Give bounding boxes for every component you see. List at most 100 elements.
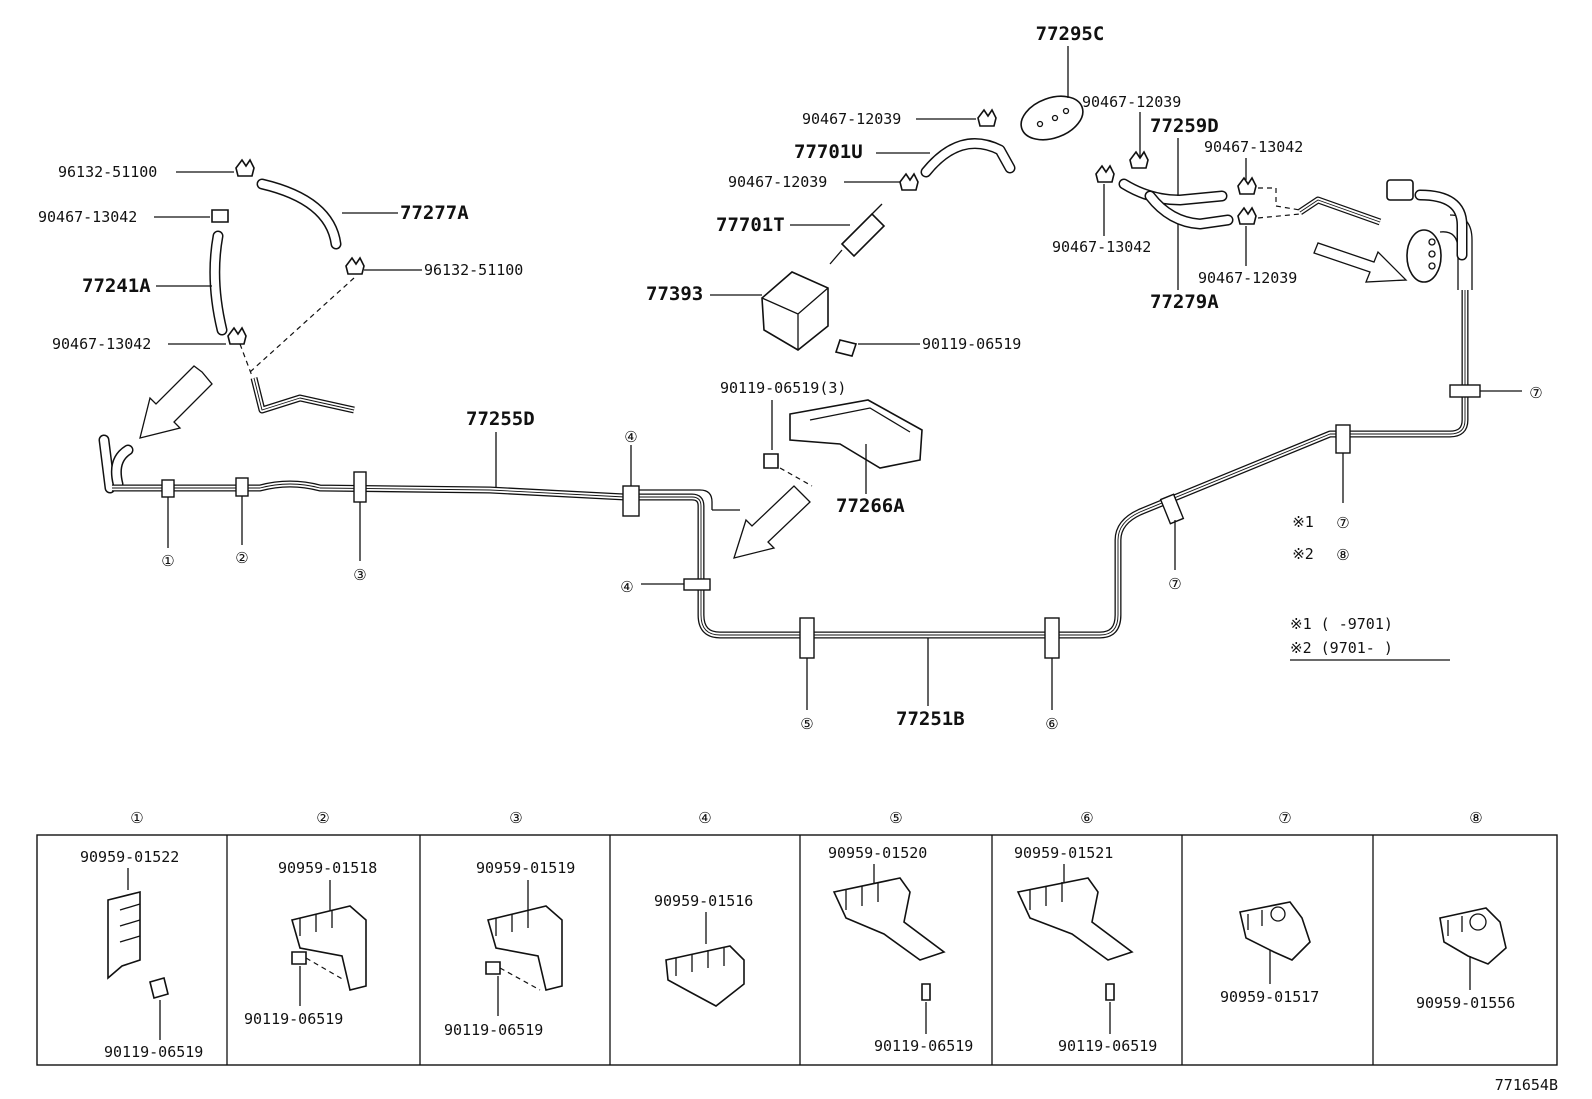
callout-4-bottom: ④	[620, 578, 633, 596]
label-90119-06519-mid: 90119-06519	[922, 335, 1021, 353]
label-77277a: 77277A	[400, 202, 469, 224]
note-mark-2: ※2	[1292, 545, 1314, 563]
note-range-1: ※1 ( -9701)	[1290, 615, 1393, 633]
hose-clamp-icon	[235, 158, 255, 177]
middle-components	[761, 95, 1084, 487]
callout-8-note: ⑧	[1336, 546, 1349, 564]
callout-1: ①	[161, 552, 174, 570]
applicability-notes: ※1 ( -9701) ※2 (9701- )	[1290, 615, 1450, 661]
label-77279a: 77279A	[1150, 291, 1219, 313]
hose-clamp-icon	[1095, 164, 1115, 183]
bolt-icon	[291, 951, 307, 965]
table-col-6-clamp-part: 90959-01521	[1014, 844, 1113, 862]
bolt-icon	[485, 961, 501, 975]
bolt-icon	[834, 339, 858, 357]
callout-2: ②	[235, 549, 248, 567]
label-90119-06519-qty3: 90119-06519(3)	[720, 379, 846, 397]
label-96132-51100-right: 96132-51100	[424, 261, 523, 279]
bolt-icon	[921, 983, 931, 1001]
line-clamps	[161, 384, 1481, 659]
hose-clamp-icon	[899, 172, 919, 191]
diagram-callouts: ① ② ③ ④ ④ ⑤ ⑥ ⑦ ⑦ ⑧ ⑦ ※1 ※2	[161, 384, 1542, 733]
figure-id: 771654B	[1495, 1076, 1558, 1094]
table-col-2-clamp-part: 90959-01518	[278, 859, 377, 877]
table-col-3-clamp-part: 90959-01519	[476, 859, 575, 877]
clamp-4-icon	[665, 945, 745, 1007]
clamp-7-icon	[1239, 901, 1311, 961]
table-col-5-number: ⑤	[889, 809, 902, 827]
label-77266a: 77266A	[836, 495, 905, 517]
table-col-5-bolt-part: 90119-06519	[874, 1037, 973, 1055]
fuel-filter-icon	[840, 212, 886, 258]
bolt-icon	[1105, 983, 1115, 1001]
table-col-8-clamp-part: 90959-01556	[1416, 994, 1515, 1012]
table-col-4-clamp-part: 90959-01516	[654, 892, 753, 910]
clamp-5-icon	[832, 877, 946, 961]
table-col-7-number: ⑦	[1278, 809, 1291, 827]
label-77255d: 77255D	[466, 408, 535, 430]
callout-7-lower: ⑦	[1168, 575, 1181, 593]
clamp-6-icon	[1016, 877, 1134, 961]
hose-clamp-icon	[1237, 206, 1257, 225]
sender-gasket	[1406, 229, 1442, 283]
callout-7-right: ⑦	[1529, 384, 1542, 402]
table-col-6-number: ⑥	[1080, 809, 1093, 827]
table-col-8-number: ⑧	[1469, 809, 1482, 827]
table-col-3-number: ③	[509, 809, 522, 827]
callout-7-note: ⑦	[1336, 514, 1349, 532]
main-fuel-line	[98, 179, 1473, 639]
table-col-3-bolt-part: 90119-06519	[444, 1021, 543, 1039]
filler-cap	[1386, 179, 1414, 201]
clamp-3-icon	[487, 905, 563, 991]
table-col-6-bolt-part: 90119-06519	[1058, 1037, 1157, 1055]
label-90467-13042-left-top: 90467-13042	[38, 208, 137, 226]
table-col-1-number: ①	[130, 809, 143, 827]
table-col-2-bolt-part: 90119-06519	[244, 1010, 343, 1028]
clamp-2-icon	[291, 905, 367, 991]
clamp-parts-table: ① ② ③ ④ ⑤ ⑥ ⑦ ⑧ 90959-01522 90119-06519 …	[36, 809, 1558, 1066]
table-col-1-bolt-part: 90119-06519	[104, 1043, 203, 1061]
hose-clamp-icon	[1129, 150, 1149, 169]
left-hoses	[209, 158, 365, 414]
bolt-icon	[763, 453, 779, 469]
hose-clamp-icon	[227, 326, 247, 345]
callout-6: ⑥	[1045, 715, 1058, 733]
clamp-8-icon	[1439, 907, 1507, 965]
label-77259d: 77259D	[1150, 115, 1219, 137]
callout-3: ③	[353, 566, 366, 584]
table-col-2-number: ②	[316, 809, 329, 827]
callout-4-top: ④	[624, 428, 637, 446]
arrow-right	[1313, 242, 1408, 283]
label-77701u: 77701U	[794, 141, 863, 163]
pointer-arrows	[139, 242, 1408, 559]
clamp-leaders	[167, 390, 1522, 710]
label-77701t: 77701T	[716, 214, 785, 236]
label-90467-12039-right: 90467-12039	[1082, 93, 1181, 111]
right-hoses	[1095, 150, 1382, 230]
label-77393: 77393	[646, 283, 703, 305]
label-90467-13042-left-bottom: 90467-13042	[52, 335, 151, 353]
label-90467-12039-top: 90467-12039	[802, 110, 901, 128]
table-col-5-clamp-part: 90959-01520	[828, 844, 927, 862]
label-90467-13042-right-mid: 90467-13042	[1052, 238, 1151, 256]
label-96132-51100-left: 96132-51100	[58, 163, 157, 181]
label-90467-12039-right-bottom: 90467-12039	[1198, 269, 1297, 287]
part-labels: 77295C 90467-12039 77259D 90467-13042 90…	[38, 23, 1303, 730]
clamp-1-icon	[107, 890, 141, 980]
hose-clamp-icon	[211, 209, 229, 223]
label-77251b: 77251B	[896, 708, 965, 730]
arrow-middle	[733, 485, 811, 559]
note-mark-1: ※1	[1292, 513, 1314, 531]
table-col-4-number: ④	[698, 809, 711, 827]
label-90467-13042-right-top: 90467-13042	[1204, 138, 1303, 156]
canister-icon	[761, 271, 829, 351]
table-col-7-clamp-part: 90959-01517	[1220, 988, 1319, 1006]
label-77241a: 77241A	[82, 275, 151, 297]
callout-5: ⑤	[800, 715, 813, 733]
hose-clamp-icon	[977, 108, 997, 127]
table-col-1-clamp-part: 90959-01522	[80, 848, 179, 866]
label-90467-12039-mid: 90467-12039	[728, 173, 827, 191]
arrow-left	[139, 365, 213, 439]
hose-clamp-icon	[1237, 176, 1257, 195]
